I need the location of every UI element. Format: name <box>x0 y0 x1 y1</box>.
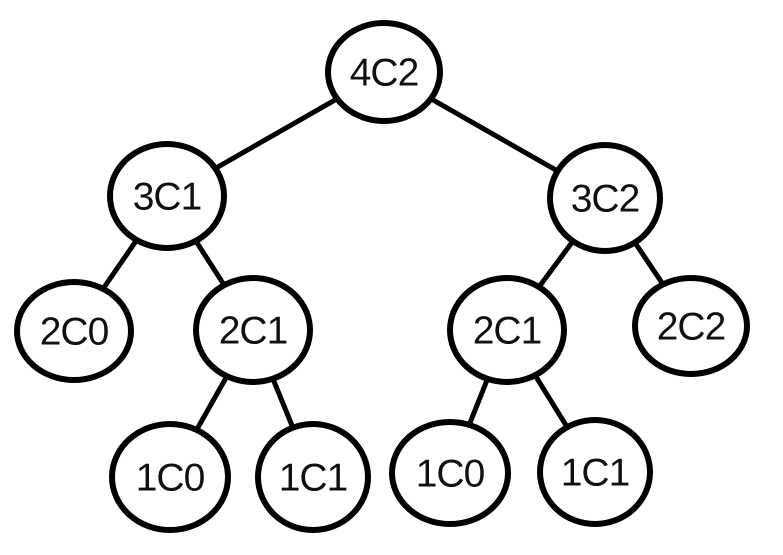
tree-node-3C2: 3C2 <box>547 142 663 254</box>
tree-node-2C1-right: 2C1 <box>447 275 567 385</box>
edge-layer <box>71 69 694 480</box>
node-label-2C0: 2C0 <box>40 311 109 354</box>
node-layer: 4C2 3C1 3C2 2C0 2C1 2C1 2C2 1C0 1C1 1C0 1C1 <box>14 20 750 533</box>
node-circle-2C1-left <box>193 275 313 385</box>
node-circle-1C0-right <box>389 419 511 527</box>
node-circle-2C1-right <box>447 275 567 385</box>
node-circle-1C1-left <box>255 421 371 533</box>
tree-node-3C1: 3C1 <box>107 141 227 251</box>
node-label-4C2: 4C2 <box>350 52 419 95</box>
tree-node-2C0: 2C0 <box>14 279 134 383</box>
node-circle-3C1 <box>107 141 227 251</box>
node-circle-1C0-left <box>109 421 231 533</box>
node-circle-2C2 <box>632 275 750 377</box>
node-label-2C1-right: 2C1 <box>473 310 542 353</box>
node-label-1C1-right: 1C1 <box>561 452 630 495</box>
node-label-2C2: 2C2 <box>657 306 726 349</box>
tree-node-2C2: 2C2 <box>632 275 750 377</box>
node-label-3C1: 3C1 <box>133 176 202 219</box>
node-label-1C0-right: 1C0 <box>416 453 485 496</box>
node-circle-4C2 <box>325 20 443 124</box>
tree-node-2C1-left: 2C1 <box>193 275 313 385</box>
tree-node-1C0-right: 1C0 <box>389 419 511 527</box>
node-label-3C2: 3C2 <box>571 178 640 221</box>
node-label-2C1-left: 2C1 <box>219 310 288 353</box>
tree-node-1C1-left: 1C1 <box>255 421 371 533</box>
node-label-1C0-left: 1C0 <box>136 457 205 500</box>
tree-node-4C2: 4C2 <box>325 20 443 124</box>
node-label-1C1-left: 1C1 <box>279 457 348 500</box>
tree-node-1C0-left: 1C0 <box>109 421 231 533</box>
node-circle-2C0 <box>14 279 134 383</box>
node-circle-1C1-right <box>537 417 653 527</box>
node-circle-3C2 <box>547 142 663 254</box>
tree-node-1C1-right: 1C1 <box>537 417 653 527</box>
